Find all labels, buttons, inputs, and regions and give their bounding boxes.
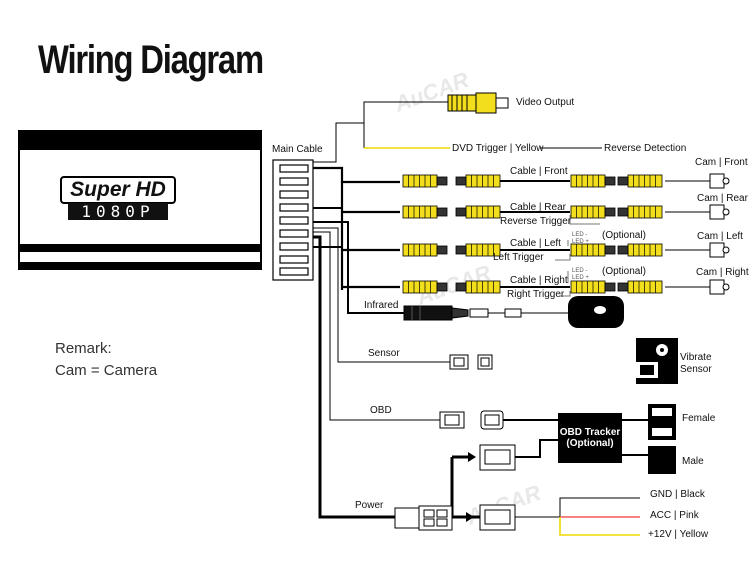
cable-front-label: Cable | Front bbox=[510, 166, 568, 177]
cable-connector bbox=[402, 243, 448, 257]
cable-connector bbox=[402, 280, 448, 294]
cable-rear-label: Cable | Rear bbox=[510, 202, 566, 213]
wires bbox=[313, 101, 710, 536]
left-trigger-label: Left Trigger bbox=[493, 252, 544, 263]
page-title: Wiring Diagram bbox=[38, 38, 264, 82]
infrared-plug bbox=[403, 305, 570, 321]
device-badge: Super HD 1080P bbox=[60, 176, 178, 224]
cable-connector bbox=[617, 280, 663, 294]
infrared-label: Infrared bbox=[364, 300, 399, 311]
cable-connector bbox=[570, 280, 616, 294]
vibrate-sensor-label-2: Sensor bbox=[680, 364, 712, 375]
vibrate-sensor bbox=[636, 338, 678, 384]
main-cable-connector bbox=[272, 159, 314, 281]
dvd-trigger-label: DVD Trigger | Yellow bbox=[452, 143, 544, 154]
female-label: Female bbox=[682, 413, 716, 424]
obd-port-male bbox=[648, 446, 676, 474]
obd-connector bbox=[439, 410, 504, 430]
sensor-connector bbox=[449, 354, 493, 370]
cable-connector bbox=[402, 174, 448, 188]
cable-connector bbox=[570, 205, 616, 219]
reverse-trigger-label: Reverse Trigger bbox=[500, 216, 572, 227]
obd-label: OBD bbox=[370, 405, 392, 416]
acc-label: ACC | Pink bbox=[650, 510, 699, 521]
cable-connector bbox=[617, 205, 663, 219]
male-label: Male bbox=[682, 456, 704, 467]
cable-connector bbox=[455, 174, 501, 188]
optional-left-label: (Optional) bbox=[602, 230, 646, 241]
cable-connector bbox=[617, 243, 663, 257]
led-minus-right: LED - bbox=[572, 268, 588, 274]
cam-front-label: Cam | Front bbox=[695, 157, 748, 168]
video-output-label: Video Output bbox=[516, 97, 575, 108]
optional-right-label: (Optional) bbox=[602, 266, 646, 277]
power-label: Power bbox=[355, 500, 384, 511]
obd-tracker-optional-label: (Optional) bbox=[566, 438, 614, 449]
power-connectors bbox=[394, 444, 516, 531]
obd-port-female bbox=[648, 404, 676, 440]
led-plus-left: LED + bbox=[572, 239, 589, 245]
cam-rear-label: Cam | Rear bbox=[697, 193, 748, 204]
cable-connector bbox=[455, 243, 501, 257]
reverse-detection-label: Reverse Detection bbox=[604, 143, 687, 154]
cam-left-label: Cam | Left bbox=[697, 231, 743, 242]
camera-cable-connectors bbox=[402, 174, 663, 294]
cable-right-label: Cable | Right bbox=[510, 275, 568, 286]
rca-video-connector bbox=[447, 92, 509, 114]
obd-tracker-box: OBD Tracker (Optional) bbox=[558, 413, 622, 463]
led-plus-right: LED + bbox=[572, 275, 589, 281]
cable-connector bbox=[570, 243, 616, 257]
cable-connector bbox=[617, 174, 663, 188]
infrared-receiver bbox=[568, 296, 624, 328]
cable-connector bbox=[455, 280, 501, 294]
obd-tracker-label: OBD Tracker bbox=[559, 427, 621, 438]
vibrate-sensor-label-1: Vibrate bbox=[680, 352, 712, 363]
right-trigger-label: Right Trigger bbox=[507, 289, 565, 300]
sensor-label: Sensor bbox=[368, 348, 400, 359]
cable-connector bbox=[570, 174, 616, 188]
arrowheads bbox=[466, 452, 476, 522]
camera-symbols bbox=[709, 173, 730, 295]
gnd-label: GND | Black bbox=[650, 489, 705, 500]
main-cable-label: Main Cable bbox=[272, 144, 323, 155]
cable-left-label: Cable | Left bbox=[510, 238, 561, 249]
v12-label: +12V | Yellow bbox=[648, 529, 709, 540]
cam-right-label: Cam | Right bbox=[696, 267, 749, 278]
cable-connector bbox=[455, 205, 501, 219]
remark-text: Cam = Camera bbox=[55, 362, 158, 379]
device-model-label: Super HD bbox=[60, 176, 176, 204]
cable-connector bbox=[402, 205, 448, 219]
led-minus-left: LED - bbox=[572, 232, 588, 238]
device-resolution-label: 1080P bbox=[68, 203, 168, 220]
remark-heading: Remark: bbox=[55, 340, 112, 357]
